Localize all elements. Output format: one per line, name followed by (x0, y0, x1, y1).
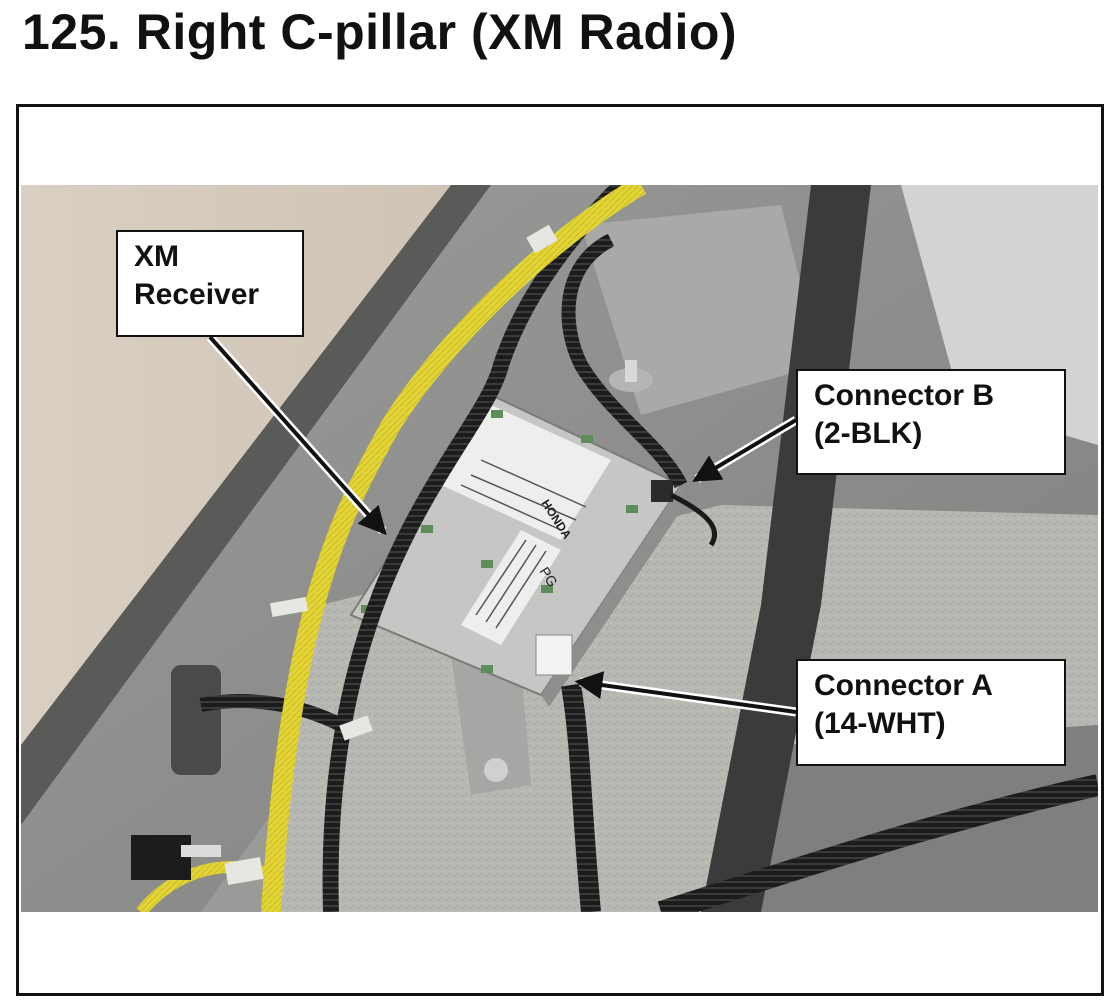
module-side (541, 485, 686, 707)
callout-connector-b-line2: (2-BLK) (814, 417, 923, 450)
callout-xm-receiver-line2: Receiver (134, 278, 260, 311)
module-bracket (451, 655, 531, 795)
black-harness-top (561, 233, 688, 489)
connector-b-wire (669, 492, 718, 547)
callout-connector-a-line2: (14-WHT) (814, 707, 946, 740)
harness-clip-3 (339, 715, 373, 741)
seat-belt (701, 185, 871, 912)
page-title: 125. Right C-pillar (XM Radio) (22, 4, 738, 60)
harness-clip-1 (526, 224, 558, 254)
callout-xm-receiver-line1: XM (134, 240, 179, 273)
trim-clip-hole (171, 665, 221, 775)
callout-connector-b: Connector B (2-BLK) (796, 369, 1066, 475)
module-label-bottom (461, 530, 561, 645)
black-harness-left (322, 185, 627, 912)
harness-clip-4 (224, 857, 264, 885)
callout-connector-b-line1: Connector B (814, 379, 994, 412)
connector-b-plug (651, 480, 673, 502)
black-harness-center (561, 683, 601, 912)
connector-a-plug (535, 634, 573, 676)
callout-connector-a-line1: Connector A (814, 669, 993, 702)
srs-connector (131, 835, 191, 880)
callout-xm-receiver: XM Receiver (116, 230, 304, 337)
module-label-lines (460, 459, 587, 629)
black-harness-floor (657, 774, 1098, 912)
black-harness-loop (199, 694, 345, 732)
srs-connector-label (181, 845, 221, 857)
stud-bolt (625, 360, 637, 382)
module-label-top (441, 405, 611, 540)
callout-connector-a: Connector A (14-WHT) (796, 659, 1066, 766)
harness-clip-2 (270, 596, 308, 618)
bracket-bolt (484, 758, 508, 782)
trim-bracket (581, 205, 821, 415)
